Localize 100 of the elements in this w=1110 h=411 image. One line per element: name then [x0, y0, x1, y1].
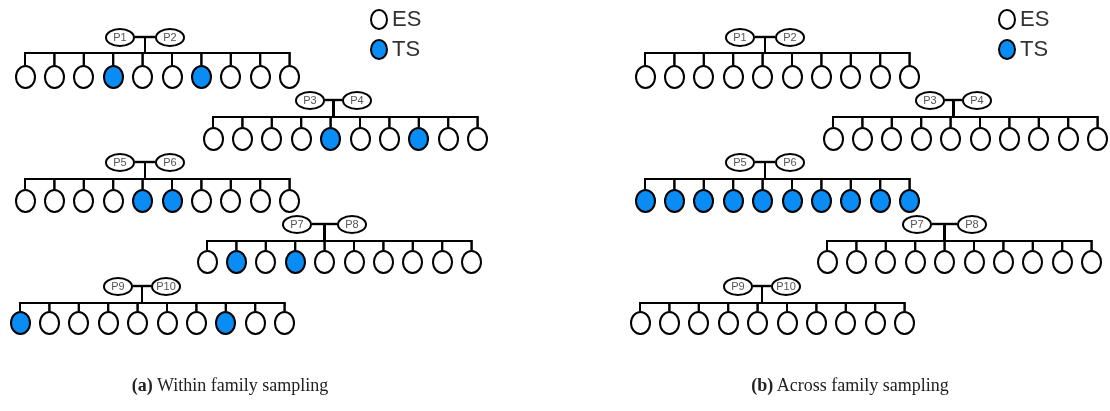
child-circle: [752, 189, 774, 213]
child-circle: [73, 65, 95, 89]
child-circle: [835, 311, 857, 335]
child-circle: [314, 250, 336, 274]
parent-ellipse: P1: [105, 27, 135, 47]
parent-ellipse: P7: [902, 214, 932, 234]
child-circle: [904, 250, 926, 274]
child-circle: [840, 65, 862, 89]
child-circle: [244, 311, 266, 335]
child-circle: [998, 127, 1020, 151]
child-circle: [663, 65, 685, 89]
connector-line: [755, 160, 775, 164]
legend-label: TS: [392, 36, 421, 62]
child-circle: [629, 311, 651, 335]
child-circle: [431, 250, 453, 274]
child-circle: [249, 189, 271, 213]
child-circle: [132, 65, 154, 89]
child-circle: [663, 189, 685, 213]
child-circle: [408, 127, 430, 151]
child-circle: [894, 311, 916, 335]
child-circle: [634, 189, 656, 213]
legend-label: ES: [392, 6, 422, 32]
child-circle: [869, 189, 891, 213]
parent-ellipse: P10: [771, 276, 801, 296]
child-circle: [220, 189, 242, 213]
child-circle: [693, 65, 715, 89]
child-circle: [73, 189, 95, 213]
child-circle: [225, 250, 247, 274]
child-circle: [940, 127, 962, 151]
caption: (a) Within family sampling: [131, 375, 329, 396]
child-circle: [634, 65, 656, 89]
child-circle: [190, 65, 212, 89]
child-circle: [255, 250, 277, 274]
child-circle: [102, 189, 124, 213]
parent-ellipse: P2: [155, 27, 185, 47]
child-circle: [693, 189, 715, 213]
child-circle: [127, 311, 149, 335]
child-circle: [1081, 250, 1103, 274]
child-circle: [196, 250, 218, 274]
child-circle: [963, 250, 985, 274]
parent-ellipse: P5: [105, 152, 135, 172]
connector-line: [755, 35, 775, 39]
child-circle: [722, 189, 744, 213]
child-circle: [102, 65, 124, 89]
child-circle: [343, 250, 365, 274]
child-circle: [14, 189, 36, 213]
connector-line: [135, 160, 155, 164]
child-circle: [274, 311, 296, 335]
child-circle: [805, 311, 827, 335]
child-circle: [1087, 127, 1109, 151]
child-circle: [467, 127, 489, 151]
child-circle: [378, 127, 400, 151]
connector-line: [135, 35, 155, 39]
child-circle: [992, 250, 1014, 274]
child-circle: [461, 250, 483, 274]
caption: (b) Across family sampling: [751, 375, 949, 396]
parent-ellipse: P6: [775, 152, 805, 172]
child-circle: [781, 189, 803, 213]
parent-ellipse: P10: [151, 276, 181, 296]
child-circle: [156, 311, 178, 335]
connector-line: [932, 222, 957, 226]
parent-ellipse: P8: [337, 214, 367, 234]
parent-ellipse: P9: [723, 276, 753, 296]
child-circle: [43, 189, 65, 213]
child-circle: [717, 311, 739, 335]
child-circle: [284, 250, 306, 274]
child-circle: [402, 250, 424, 274]
child-circle: [9, 311, 31, 335]
child-circle: [822, 127, 844, 151]
child-circle: [279, 65, 301, 89]
child-circle: [437, 127, 459, 151]
child-circle: [68, 311, 90, 335]
child-circle: [220, 65, 242, 89]
parent-ellipse: P9: [103, 276, 133, 296]
parent-ellipse: P3: [295, 90, 325, 110]
parent-ellipse: P5: [725, 152, 755, 172]
child-circle: [1022, 250, 1044, 274]
child-circle: [43, 65, 65, 89]
parent-ellipse: P4: [342, 90, 372, 110]
child-circle: [97, 311, 119, 335]
parent-ellipse: P4: [962, 90, 992, 110]
child-circle: [781, 65, 803, 89]
child-circle: [320, 127, 342, 151]
legend-label: ES: [1020, 6, 1050, 32]
legend-label: TS: [1020, 36, 1049, 62]
child-circle: [290, 127, 312, 151]
child-circle: [747, 311, 769, 335]
parent-ellipse: P7: [282, 214, 312, 234]
child-circle: [349, 127, 371, 151]
child-circle: [810, 65, 832, 89]
child-circle: [190, 189, 212, 213]
child-circle: [161, 65, 183, 89]
child-circle: [202, 127, 224, 151]
child-circle: [215, 311, 237, 335]
child-circle: [875, 250, 897, 274]
child-circle: [261, 127, 283, 151]
child-circle: [840, 189, 862, 213]
child-circle: [776, 311, 798, 335]
child-circle: [658, 311, 680, 335]
child-circle: [864, 311, 886, 335]
